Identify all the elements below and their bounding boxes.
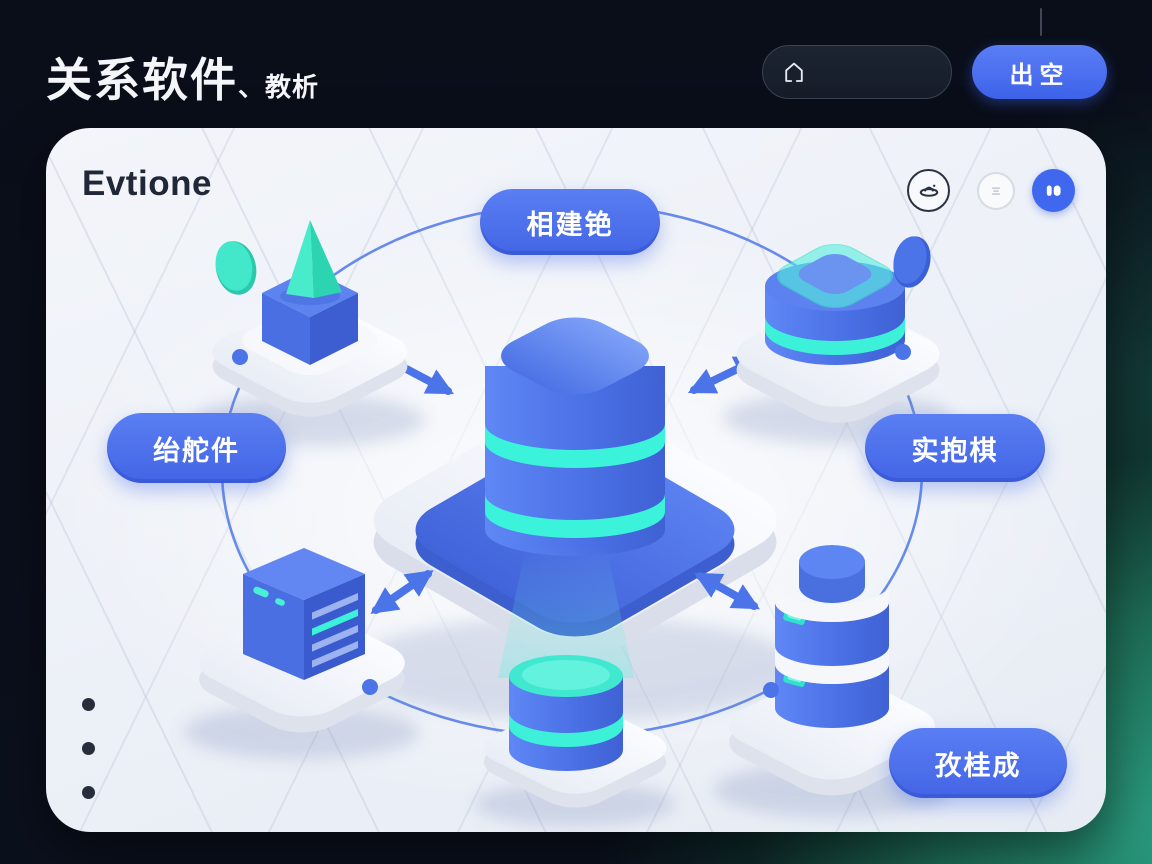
- diagram-illustration: [184, 202, 953, 826]
- arrow-se: [694, 572, 760, 610]
- label-bottom-right[interactable]: 孜桂成: [889, 728, 1067, 798]
- cta-button[interactable]: 出空: [972, 45, 1107, 99]
- page-title-suffix: 、教析: [238, 72, 320, 102]
- decor-tick: [1040, 8, 1042, 36]
- brand-title: Evtione: [82, 164, 212, 203]
- search-pill[interactable]: [762, 45, 952, 99]
- server-tower-node: [184, 548, 420, 759]
- pagination-dot-2[interactable]: [82, 742, 95, 755]
- saucer-icon-button[interactable]: [907, 169, 950, 212]
- dumbbell-icon: [1046, 185, 1061, 196]
- storage-stack-node: [714, 545, 950, 817]
- label-left[interactable]: 绐舵件: [107, 413, 286, 483]
- pagination-dot-1[interactable]: [82, 698, 95, 711]
- hub-database: [485, 317, 665, 556]
- page-title-main: 关系软件: [46, 54, 238, 106]
- label-top[interactable]: 相建铯: [480, 189, 660, 255]
- home-icon: [785, 62, 803, 82]
- pagination-dot-3[interactable]: [82, 786, 95, 799]
- ring-dot-bottom-left: [362, 679, 378, 695]
- page-title: 关系软件、教析: [46, 44, 319, 110]
- pagination-dots: [82, 698, 95, 799]
- hero-card: Evtione: [46, 128, 1106, 832]
- ring-dot-right: [895, 344, 911, 360]
- ring-dots: [232, 344, 911, 698]
- ring-dot-left: [232, 349, 248, 365]
- capsule-stack-node: [723, 236, 953, 444]
- arrow-sw: [370, 570, 434, 614]
- mini-database-node: [475, 546, 675, 826]
- ring-dot-bottom-right: [763, 682, 779, 698]
- list-lines-icon: [991, 187, 1001, 195]
- dumbbell-icon-button[interactable]: [1032, 169, 1075, 212]
- pyramid: [286, 220, 314, 298]
- label-right[interactable]: 实抱棋: [865, 414, 1045, 482]
- light-beam: [498, 546, 634, 678]
- saucer-icon: [919, 184, 938, 197]
- list-icon-button[interactable]: [977, 172, 1015, 210]
